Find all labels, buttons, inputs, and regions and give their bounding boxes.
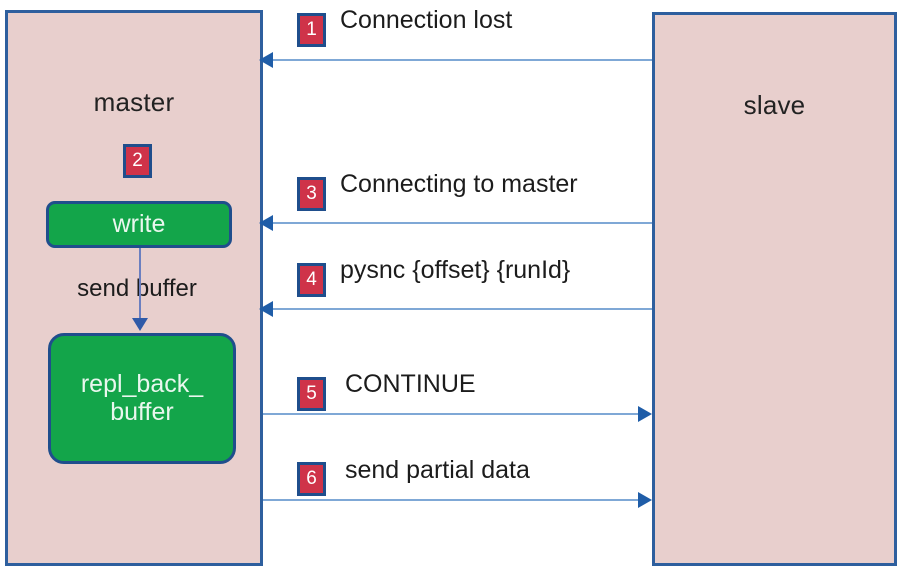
message-arrow-line-6 bbox=[263, 499, 639, 501]
write-box: write bbox=[46, 201, 232, 248]
slave-node-label: slave bbox=[743, 90, 806, 120]
send-buffer-arrow-head-icon bbox=[132, 318, 148, 331]
message-label-3: Connecting to master bbox=[340, 170, 578, 198]
master-node-box: master 2 write send buffer repl_back_ bu… bbox=[5, 10, 263, 566]
repl-back-buffer-text: repl_back_ buffer bbox=[80, 370, 204, 426]
step-badge-3: 3 bbox=[297, 177, 326, 211]
message-arrow-line-1 bbox=[272, 59, 652, 61]
slave-node-box: slave bbox=[652, 12, 897, 566]
message-arrow-head-5-icon bbox=[638, 406, 652, 422]
step-badge-4: 4 bbox=[297, 263, 326, 297]
message-arrow-head-1-icon bbox=[259, 52, 273, 68]
repl-back-buffer-line2: buffer bbox=[110, 397, 174, 426]
message-label-6: send partial data bbox=[345, 456, 530, 484]
message-label-1: Connection lost bbox=[340, 6, 513, 34]
repl-back-buffer-line1: repl_back_ bbox=[80, 370, 204, 398]
message-arrow-line-5 bbox=[263, 413, 639, 415]
step-badge-2: 2 bbox=[123, 144, 152, 178]
message-arrow-head-3-icon bbox=[259, 215, 273, 231]
message-arrow-line-4 bbox=[272, 308, 652, 310]
message-label-4: pysnc {offset} {runId} bbox=[340, 256, 571, 284]
step-badge-5: 5 bbox=[297, 377, 326, 411]
step-badge-6: 6 bbox=[297, 462, 326, 496]
message-arrow-head-4-icon bbox=[259, 301, 273, 317]
message-label-5: CONTINUE bbox=[345, 370, 476, 398]
message-arrow-line-3 bbox=[272, 222, 652, 224]
step-badge-1: 1 bbox=[297, 13, 326, 47]
message-arrow-head-6-icon bbox=[638, 492, 652, 508]
send-buffer-caption: send buffer bbox=[77, 275, 197, 302]
send-buffer-arrow-line bbox=[139, 248, 141, 322]
master-node-label: master bbox=[93, 87, 175, 117]
repl-back-buffer-box: repl_back_ buffer bbox=[48, 333, 236, 464]
